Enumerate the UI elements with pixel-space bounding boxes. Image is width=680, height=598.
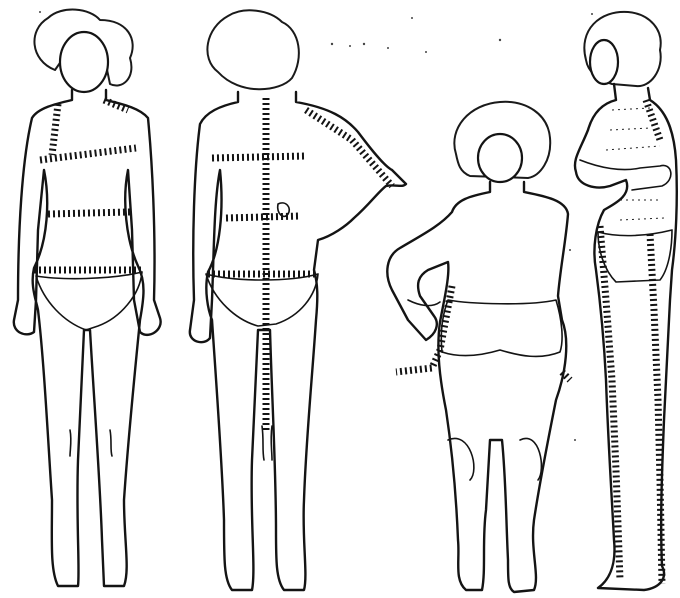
- front-figure: [14, 10, 161, 586]
- back-tape-arm: [306, 110, 392, 186]
- front-tape-shoulder: [52, 104, 58, 155]
- front-figure-face: [60, 32, 108, 92]
- side-figure: [575, 12, 677, 590]
- back-figure-body: [190, 92, 406, 590]
- seated-figure-body: [387, 182, 568, 592]
- seated-figure-shorts: [441, 300, 562, 356]
- back-tape-waist: [226, 216, 300, 218]
- seated-figure-face: [478, 134, 522, 182]
- front-figure-body: [14, 90, 161, 586]
- seated-figure: [387, 102, 570, 592]
- side-figure-arms: [580, 160, 671, 190]
- side-figure-face: [590, 40, 618, 84]
- back-tape-upper-back: [212, 156, 306, 158]
- back-figure-hair: [207, 10, 298, 89]
- side-tape-front: [600, 226, 620, 580]
- front-tape-waist: [48, 212, 130, 214]
- scan-specks: [39, 11, 593, 441]
- side-figure-briefs: [598, 230, 672, 282]
- back-figure-briefs: [206, 274, 318, 326]
- back-figure: [190, 10, 406, 590]
- front-figure-briefs: [36, 272, 142, 330]
